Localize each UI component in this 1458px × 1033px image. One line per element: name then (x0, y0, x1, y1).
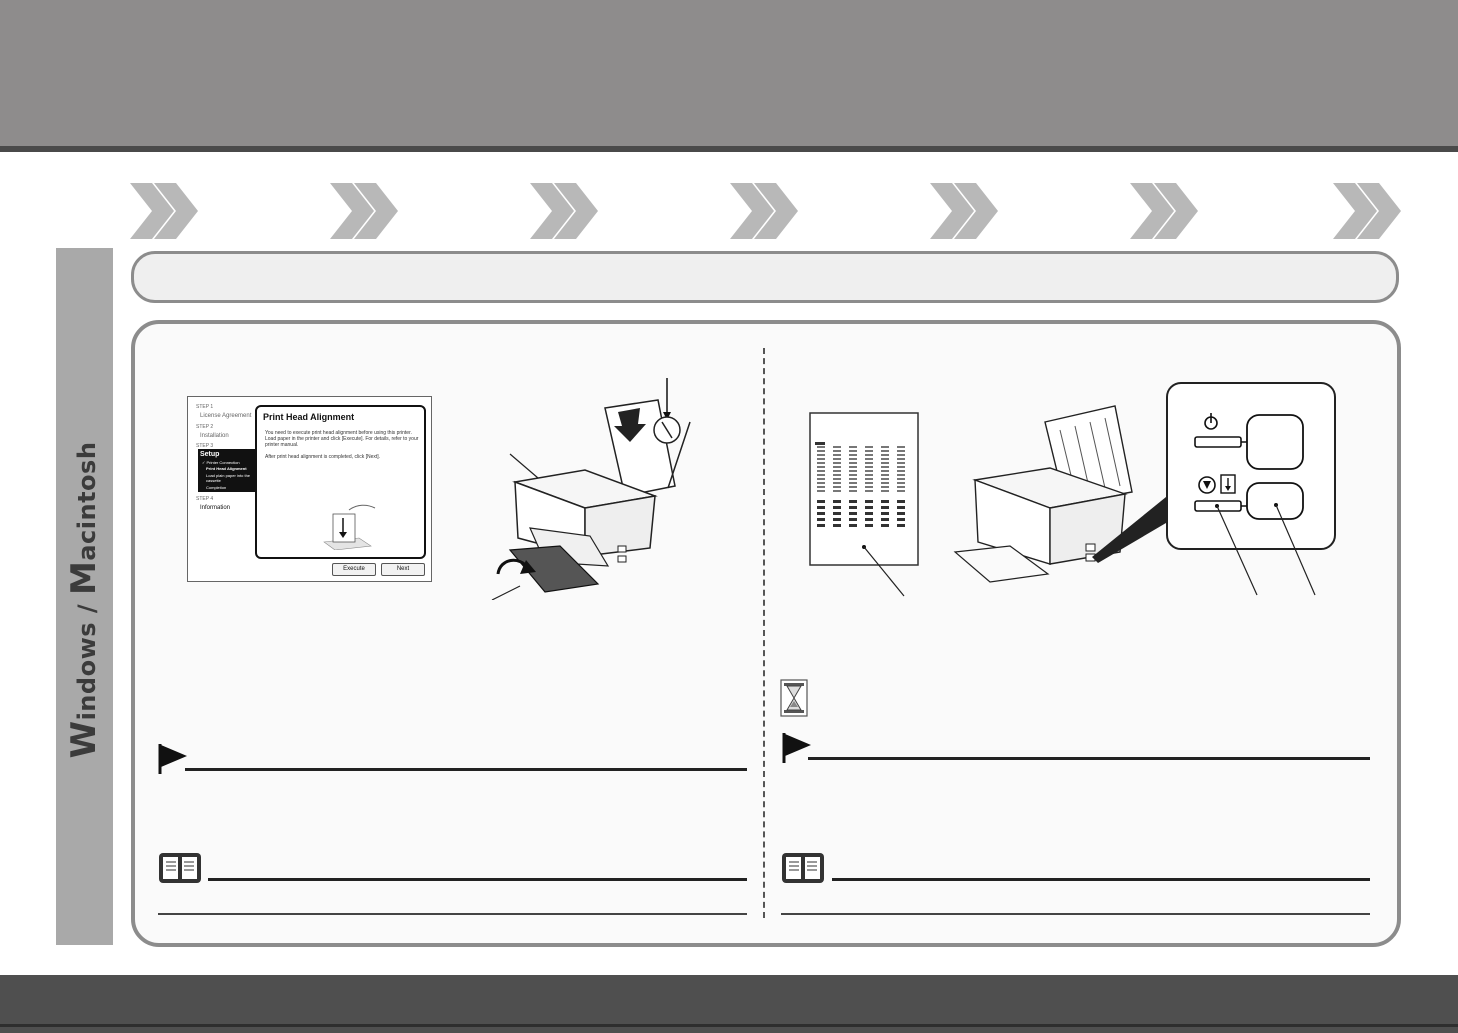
printer-paper-loading-illustration (491, 378, 691, 600)
header-rule (0, 146, 1458, 152)
nav-item: STEP 4 (196, 496, 214, 502)
flag-icon (158, 744, 187, 774)
nav-item: Print Head Alignment (206, 466, 247, 471)
reference-section-bottom-rule (158, 913, 747, 915)
alignment-pattern-printout (809, 412, 919, 597)
power-icon (1204, 413, 1218, 430)
load-paper-illustration (323, 504, 376, 550)
os-side-label: Windows / Macintosh (64, 441, 104, 759)
dialog-message-2: After print head alignment is completed,… (265, 454, 381, 460)
nav-item: ✓ Printer Connection (202, 460, 240, 465)
dialog-main-pane: Print Head Alignment You need to execute… (255, 405, 426, 559)
nav-item: License Agreement (200, 413, 252, 419)
installer-step-nav: STEP 1 License Agreement STEP 2 Installa… (190, 399, 256, 577)
header-band (0, 0, 1458, 148)
double-chevron-right-icon (530, 183, 598, 239)
nav-item: Installation (200, 433, 229, 439)
section-title-bar (131, 251, 1399, 303)
nav-item: cassette (206, 478, 221, 483)
dialog-title: Print Head Alignment (263, 412, 355, 422)
footer-rule (0, 1024, 1458, 1027)
zoom-callout-wedge (1092, 497, 1166, 563)
double-chevron-right-icon (730, 183, 798, 239)
important-section-rule (185, 768, 747, 771)
double-chevron-right-icon (930, 183, 998, 239)
operation-panel-closeup (1166, 382, 1336, 596)
manual-book-icon (782, 853, 824, 883)
nav-item: Load plain paper into the (206, 473, 251, 478)
nav-item: STEP 1 (196, 404, 214, 410)
execute-button[interactable]: Execute (332, 563, 376, 576)
installer-dialog-screenshot: STEP 1 License Agreement STEP 2 Installa… (187, 396, 432, 582)
reference-section-rule (208, 878, 747, 881)
dialog-message: You need to execute print head alignment… (265, 430, 419, 448)
double-chevron-right-icon (330, 183, 398, 239)
hourglass-icon (780, 679, 808, 717)
nav-item: Information (200, 505, 231, 511)
paper-feed-icon (1220, 474, 1236, 494)
double-chevron-right-icon (1333, 183, 1401, 239)
reference-section-bottom-rule (781, 913, 1370, 915)
column-divider (763, 348, 765, 918)
nav-item: Completion (206, 485, 227, 490)
flag-icon (782, 733, 811, 763)
stop-reset-icon (1198, 476, 1216, 494)
nav-item: STEP 3 (196, 443, 214, 449)
nav-highlight (198, 449, 256, 492)
os-side-tab (56, 248, 113, 945)
important-section-rule (808, 757, 1370, 760)
next-button[interactable]: Next (381, 563, 425, 576)
footer-band (0, 975, 1458, 1033)
double-chevron-right-icon (130, 183, 198, 239)
double-chevron-right-icon (1130, 183, 1198, 239)
nav-item: Setup (200, 451, 220, 458)
reference-section-rule (832, 878, 1370, 881)
manual-book-icon (159, 853, 201, 883)
nav-item: STEP 2 (196, 424, 214, 430)
